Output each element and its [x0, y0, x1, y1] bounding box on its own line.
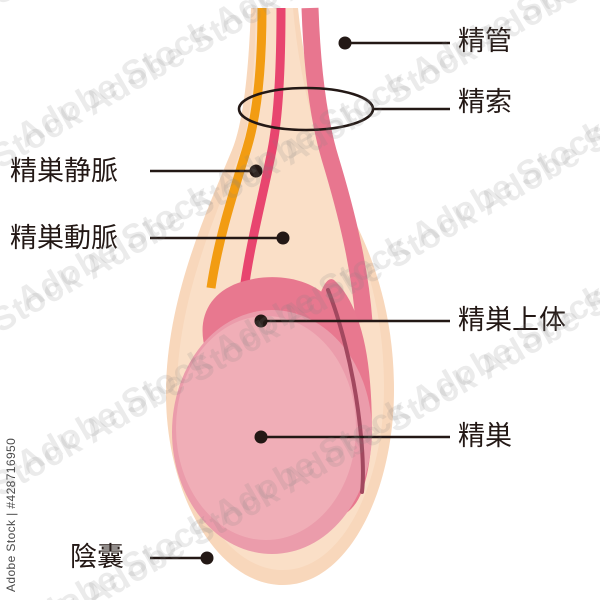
vas-deferens-duct	[301, 7, 373, 323]
label-vas-deferens: 精管	[458, 26, 512, 56]
label-testis: 精巣	[458, 421, 512, 451]
leader-dot-testicular-vein	[249, 164, 263, 178]
leader-dot-scrotum	[200, 551, 214, 565]
label-spermatic-cord: 精索	[458, 87, 512, 117]
leader-dot-epididymis	[254, 314, 268, 328]
label-epididymis: 精巣上体	[458, 305, 566, 335]
label-scrotum: 陰囊	[70, 542, 124, 572]
watermark-id-text: Adobe Stock | #428716950	[4, 437, 18, 592]
label-testicular-vein: 精巣静脈	[10, 156, 118, 186]
epididymal-duct-line	[326, 288, 365, 494]
testicular-vein-vessel	[206, 7, 267, 289]
testicular-artery-vessel	[239, 7, 286, 291]
label-testicular-artery: 精巣動脈	[10, 223, 118, 253]
leader-lines-group	[150, 36, 450, 565]
testis-organ	[172, 310, 372, 554]
leader-dot-testicular-artery	[276, 231, 290, 245]
leader-dot-vas-deferens	[338, 36, 352, 50]
leader-dot-testis	[254, 430, 268, 444]
